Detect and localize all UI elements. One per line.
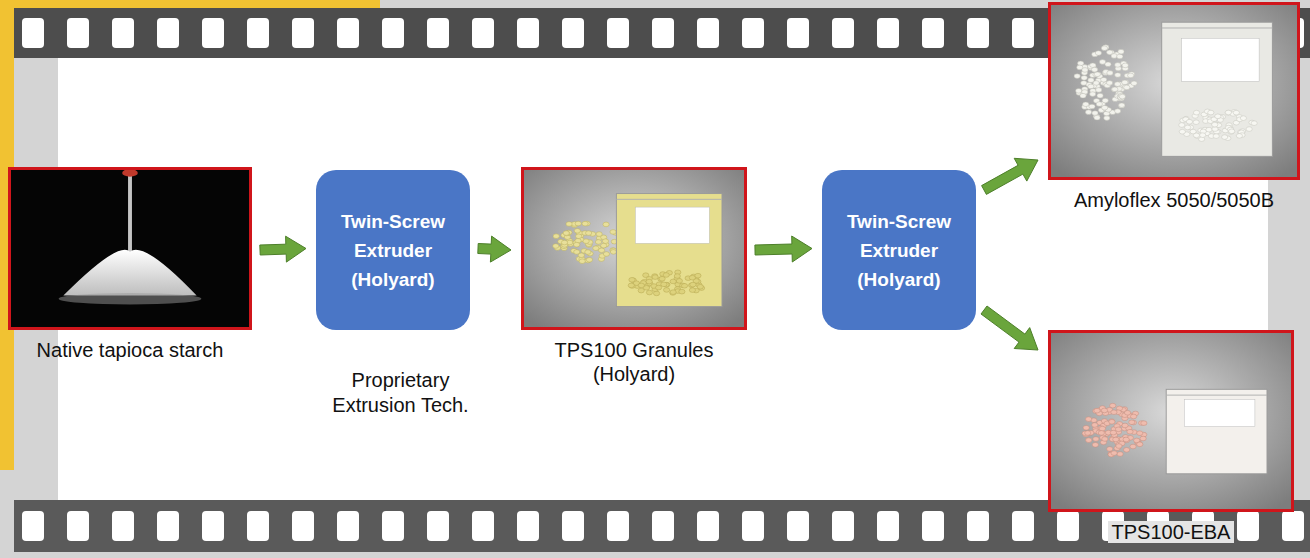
caption-text: Native tapioca starch [37,339,224,361]
photo-node: TPS100 Granules (Holyard) [521,167,747,330]
photo-node: Native tapioca starch [8,167,252,330]
extruder-box: Twin-Screw Extruder (Holyard) [822,170,976,330]
photo-node: TPS100-EBA [1048,330,1294,512]
process-box: Twin-Screw Extruder (Holyard) [316,170,470,330]
photo-caption: TPS100 Granules (Holyard) [544,338,724,386]
photo-node: Amyloflex 5050/5050B [1048,2,1300,180]
photo-caption: Amyloflex 5050/5050B [1044,188,1304,212]
photo-illustration [1051,5,1297,177]
flow-arrow [981,306,1038,350]
flow-arrow [478,236,511,262]
photo-illustration [524,170,744,327]
box-text: Twin-Screw Extruder (Holyard) [834,207,964,294]
flow-arrow [982,158,1038,194]
photo-frame [8,167,252,330]
caption-text: TPS100 Granules (Holyard) [555,339,714,385]
photo-caption: TPS100-EBA [1071,520,1271,544]
flow-arrow [755,236,812,262]
photo-illustration [1051,333,1291,509]
note-label: Proprietary Extrusion Tech. [318,368,483,418]
caption-text: Amyloflex 5050/5050B [1074,189,1274,211]
caption-text: TPS100-EBA [1108,521,1235,543]
flow-arrow [260,236,306,262]
photo-frame [1048,330,1294,512]
box-text: Twin-Screw Extruder (Holyard) [328,207,458,294]
photo-frame [1048,2,1300,180]
photo-caption: Native tapioca starch [0,338,260,362]
photo-frame [521,167,747,330]
extruder-box: Twin-Screw Extruder (Holyard) [316,170,470,330]
process-box: Twin-Screw Extruder (Holyard) [822,170,976,330]
photo-illustration [11,170,249,327]
